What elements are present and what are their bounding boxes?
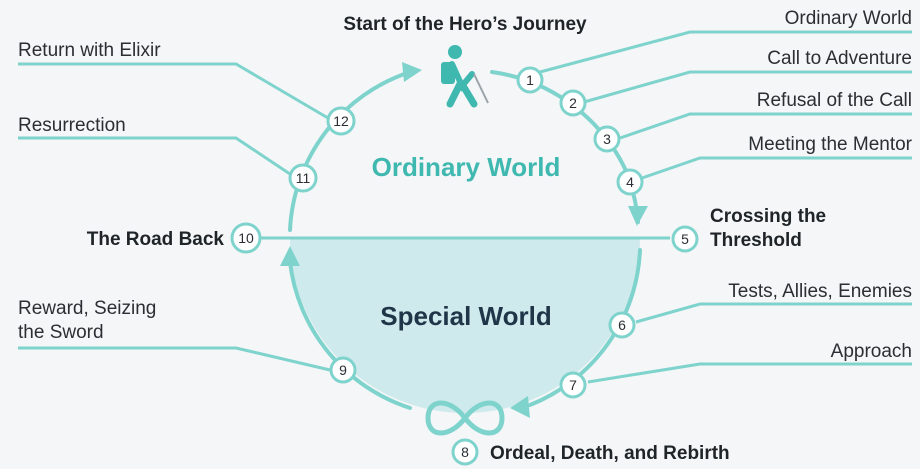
step-number: 9: [339, 362, 347, 378]
step-number: 8: [461, 444, 469, 460]
step-label-12: Return with Elixir: [18, 40, 161, 61]
step-number: 7: [569, 377, 577, 393]
step-badge-9: 9: [329, 356, 357, 384]
step-number: 4: [626, 174, 634, 190]
special-world-label: Special World: [380, 301, 551, 331]
step-label-7: Approach: [831, 341, 912, 362]
infinity-icon: [425, 400, 505, 436]
step-number: 11: [296, 170, 311, 186]
step-label-5-line2: Threshold: [710, 230, 802, 251]
arrow-icon: [280, 62, 648, 418]
step-label-5-line1: Crossing the: [710, 206, 826, 227]
step-badge-5: 5: [671, 225, 699, 253]
step-number: 2: [569, 95, 577, 111]
step-label-1: Ordinary World: [785, 8, 912, 29]
arrow-icon: [280, 246, 300, 266]
step-label-11: Resurrection: [18, 115, 126, 136]
step-badge-2: 2: [559, 89, 587, 117]
ordinary-world-label: Ordinary World: [372, 152, 561, 182]
step-label-2: Call to Adventure: [767, 48, 912, 69]
step-badge-8: 8: [451, 438, 479, 466]
step-badge-3: 3: [593, 125, 621, 153]
arrow-icon: [402, 62, 422, 82]
step-badge-12: 12: [326, 106, 356, 136]
step-label-10: The Road Back: [87, 229, 225, 250]
step-label-9-line1: Reward, Seizing: [18, 298, 156, 319]
leader-lines: [18, 30, 912, 384]
step-number: 10: [238, 230, 254, 246]
step-badge-10: 10: [230, 222, 262, 254]
step-badge-4: 4: [616, 168, 644, 196]
step-badge-7: 7: [559, 371, 587, 399]
step-label-9-line2: the Sword: [18, 322, 104, 343]
step-badges: 1 2 3 4 5 6 7 8: [230, 66, 699, 466]
step-number: 12: [333, 113, 349, 129]
step-number: 5: [681, 231, 689, 247]
step-number: 1: [526, 72, 534, 88]
step-label-4: Meeting the Mentor: [748, 134, 912, 155]
step-badge-11: 11: [288, 163, 318, 193]
arrow-icon: [628, 206, 648, 226]
diagram-title: Start of the Hero’s Journey: [343, 14, 587, 35]
hiker-icon: [441, 45, 489, 108]
step-number: 3: [603, 131, 611, 147]
step-badge-1: 1: [516, 66, 544, 94]
arrow-icon: [510, 396, 530, 418]
step-label-3: Refusal of the Call: [757, 90, 912, 111]
step-badge-6: 6: [608, 311, 636, 339]
special-world-area: [290, 238, 640, 413]
step-label-6: Tests, Allies, Enemies: [728, 281, 912, 302]
step-label-8: Ordeal, Death, and Rebirth: [490, 443, 730, 464]
step-number: 6: [618, 317, 626, 333]
